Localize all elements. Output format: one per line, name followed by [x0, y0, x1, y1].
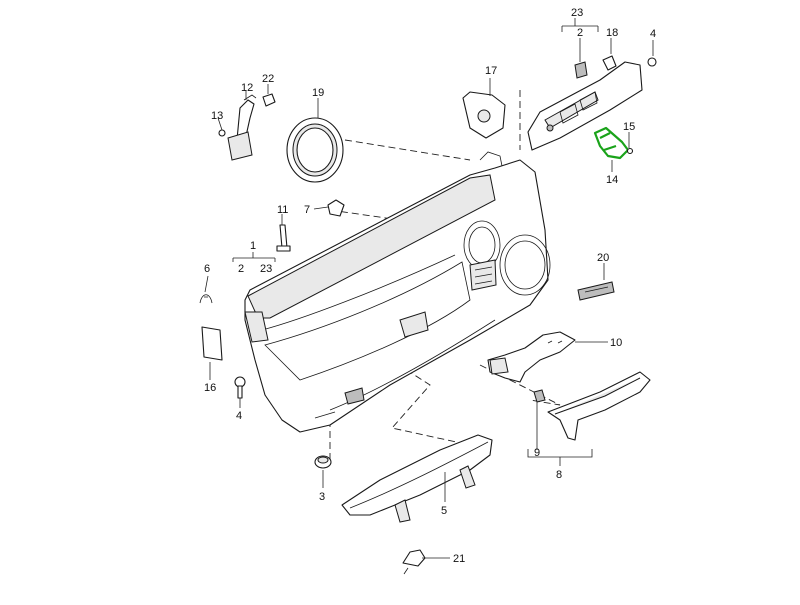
callout-12: 12 — [241, 82, 253, 94]
callout-4-top: 4 — [650, 28, 656, 40]
armrest-5 — [341, 434, 493, 523]
callout-18: 18 — [606, 27, 618, 39]
armrest-trim-8 — [533, 371, 651, 441]
callout-16: 16 — [204, 382, 216, 394]
callout-2-top: 2 — [577, 27, 583, 39]
highlighted-bracket — [593, 126, 634, 160]
callout-11: 11 — [277, 204, 288, 216]
callout-15: 15 — [623, 121, 635, 133]
callout-23-left: 23 — [260, 263, 272, 275]
callout-23-top: 23 — [571, 7, 583, 19]
callout-19: 19 — [312, 87, 324, 99]
callout-9: 9 — [534, 447, 540, 459]
callout-labels: 23 2 18 4 17 22 12 19 13 15 14 7 11 1 2 … — [204, 7, 656, 565]
callout-10: 10 — [610, 337, 622, 349]
callout-5: 5 — [441, 505, 447, 517]
callout-22: 22 — [262, 73, 274, 85]
grommet-3 — [314, 455, 332, 469]
callout-3: 3 — [319, 491, 325, 503]
callout-20: 20 — [597, 252, 609, 264]
screw-11 — [276, 224, 291, 252]
tweeter-cover — [462, 91, 506, 139]
callout-8: 8 — [556, 469, 562, 481]
callout-6: 6 — [204, 263, 210, 275]
callout-21: 21 — [453, 553, 465, 565]
door-trim-panel — [244, 151, 551, 433]
callout-13: 13 — [211, 110, 223, 122]
leader-lines — [204, 18, 654, 559]
callout-1: 1 — [250, 240, 256, 252]
screw-4-left — [234, 376, 246, 399]
callout-4-left: 4 — [236, 410, 242, 422]
callout-2-left: 2 — [238, 263, 244, 275]
callout-7: 7 — [304, 204, 310, 216]
insulation-pad-16 — [201, 326, 223, 361]
callout-17: 17 — [485, 65, 497, 77]
lock-cable-assembly — [218, 93, 276, 161]
badge-20 — [577, 281, 615, 301]
cable-clip-21 — [402, 549, 426, 575]
upper-switch-trim — [527, 55, 657, 151]
spring-clip-6 — [199, 294, 213, 304]
handle-bracket-10 — [487, 331, 576, 383]
speaker-ring — [286, 117, 344, 183]
callout-14: 14 — [606, 174, 618, 186]
clip-7 — [327, 199, 345, 217]
